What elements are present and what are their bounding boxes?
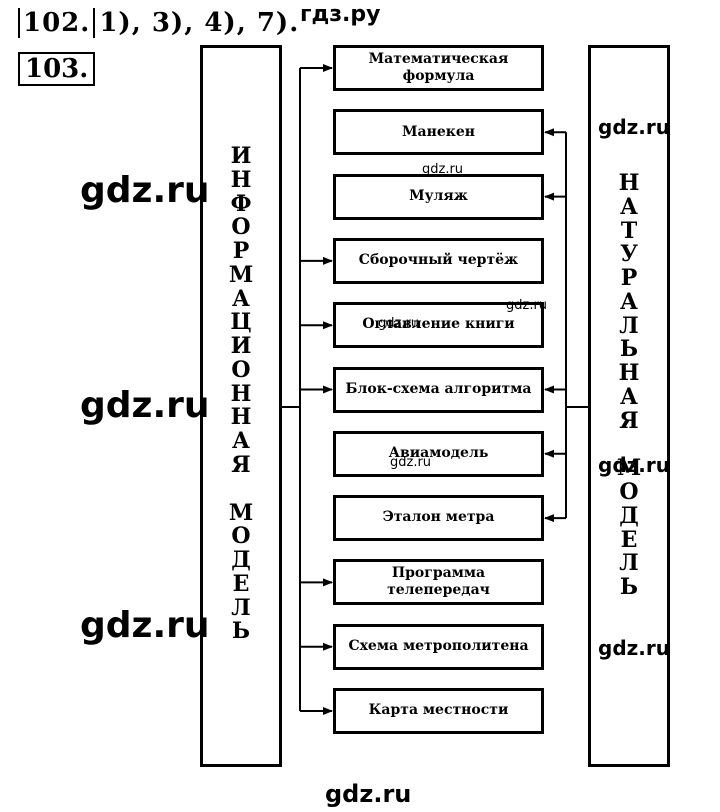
watermark: gdz.ru [80,385,210,426]
model-example-box: Схема метрополитена [333,623,544,670]
label-letter: Е [232,570,250,597]
watermark: gdz.ru [80,605,210,646]
label-letter: Ь [231,618,251,645]
label-letter: М [228,261,254,288]
watermark: gdz.ru [506,298,548,313]
label-letter: И [230,333,252,359]
previous-task-number: 102. [18,8,96,38]
model-example-box: Авиамодель [333,430,544,477]
watermark: gdz.ru [598,453,670,477]
label-letter: Л [619,312,639,339]
label-letter: Т [620,217,638,244]
model-example-box: Карта местности [333,688,544,734]
label-letter: Ц [230,309,252,336]
label-letter: Р [620,265,638,291]
label-letter: О [231,523,251,550]
watermark: gdz.ru [598,636,670,660]
label-letter: Я [231,451,251,478]
model-example-box: Эталон метра [333,495,544,542]
model-example-box: Программа телепередач [333,559,544,606]
label-letter: Ь [619,336,639,363]
task-number: 103. [18,52,96,86]
label-letter: У [620,241,638,268]
label-letter: Н [230,166,252,193]
label-letter: Н [230,380,252,407]
model-example-box: Манекен [333,109,544,156]
label-letter: О [231,214,251,241]
label-letter: М [228,499,254,526]
label-letter: М [616,455,642,482]
label-letter: И [230,143,252,169]
previous-task-answer: 1), 3), 4), 7). [99,8,300,38]
watermark: gdz.ru [390,455,432,470]
site-name-header: гдз.ру [300,2,381,27]
model-example-box: Математическая формула [333,45,544,91]
label-letter: О [231,356,251,383]
watermark: gdz.ru [80,170,210,211]
label-letter: А [620,288,638,315]
previous-task-line: 102.1), 3), 4), 7). [18,8,299,38]
label-letter: Л [619,550,639,577]
watermark: gdz.ru [598,115,670,139]
model-example-box: Муляж [333,173,544,220]
label-letter: Я [619,407,639,434]
label-letter: А [620,383,638,410]
watermark: gdz.ru [378,316,420,331]
label-letter: Е [620,526,638,553]
label-letter: А [620,193,638,220]
natural-model-box [588,45,670,767]
label-letter: А [232,285,250,312]
label-letter: Д [619,502,639,529]
label-letter: Д [231,547,251,573]
label-letter: Р [232,238,250,264]
model-example-box: Оглавление книги [333,302,544,349]
watermark-bottom: gdz.ru [325,780,412,808]
label-letter: Н [230,404,252,431]
model-example-box: Сборочный чертёж [333,237,544,284]
label-letter: Ф [230,190,252,217]
label-letter: О [619,479,639,505]
model-example-box: Блок-схема алгоритма [333,366,544,413]
label-letter: Н [618,170,640,196]
label-letter: Ь [619,574,639,600]
label-letter: Л [231,594,251,621]
watermark: gdz.ru [422,162,464,177]
label-letter: А [232,428,250,454]
info-model-box [200,45,282,767]
label-letter: Н [618,360,640,386]
